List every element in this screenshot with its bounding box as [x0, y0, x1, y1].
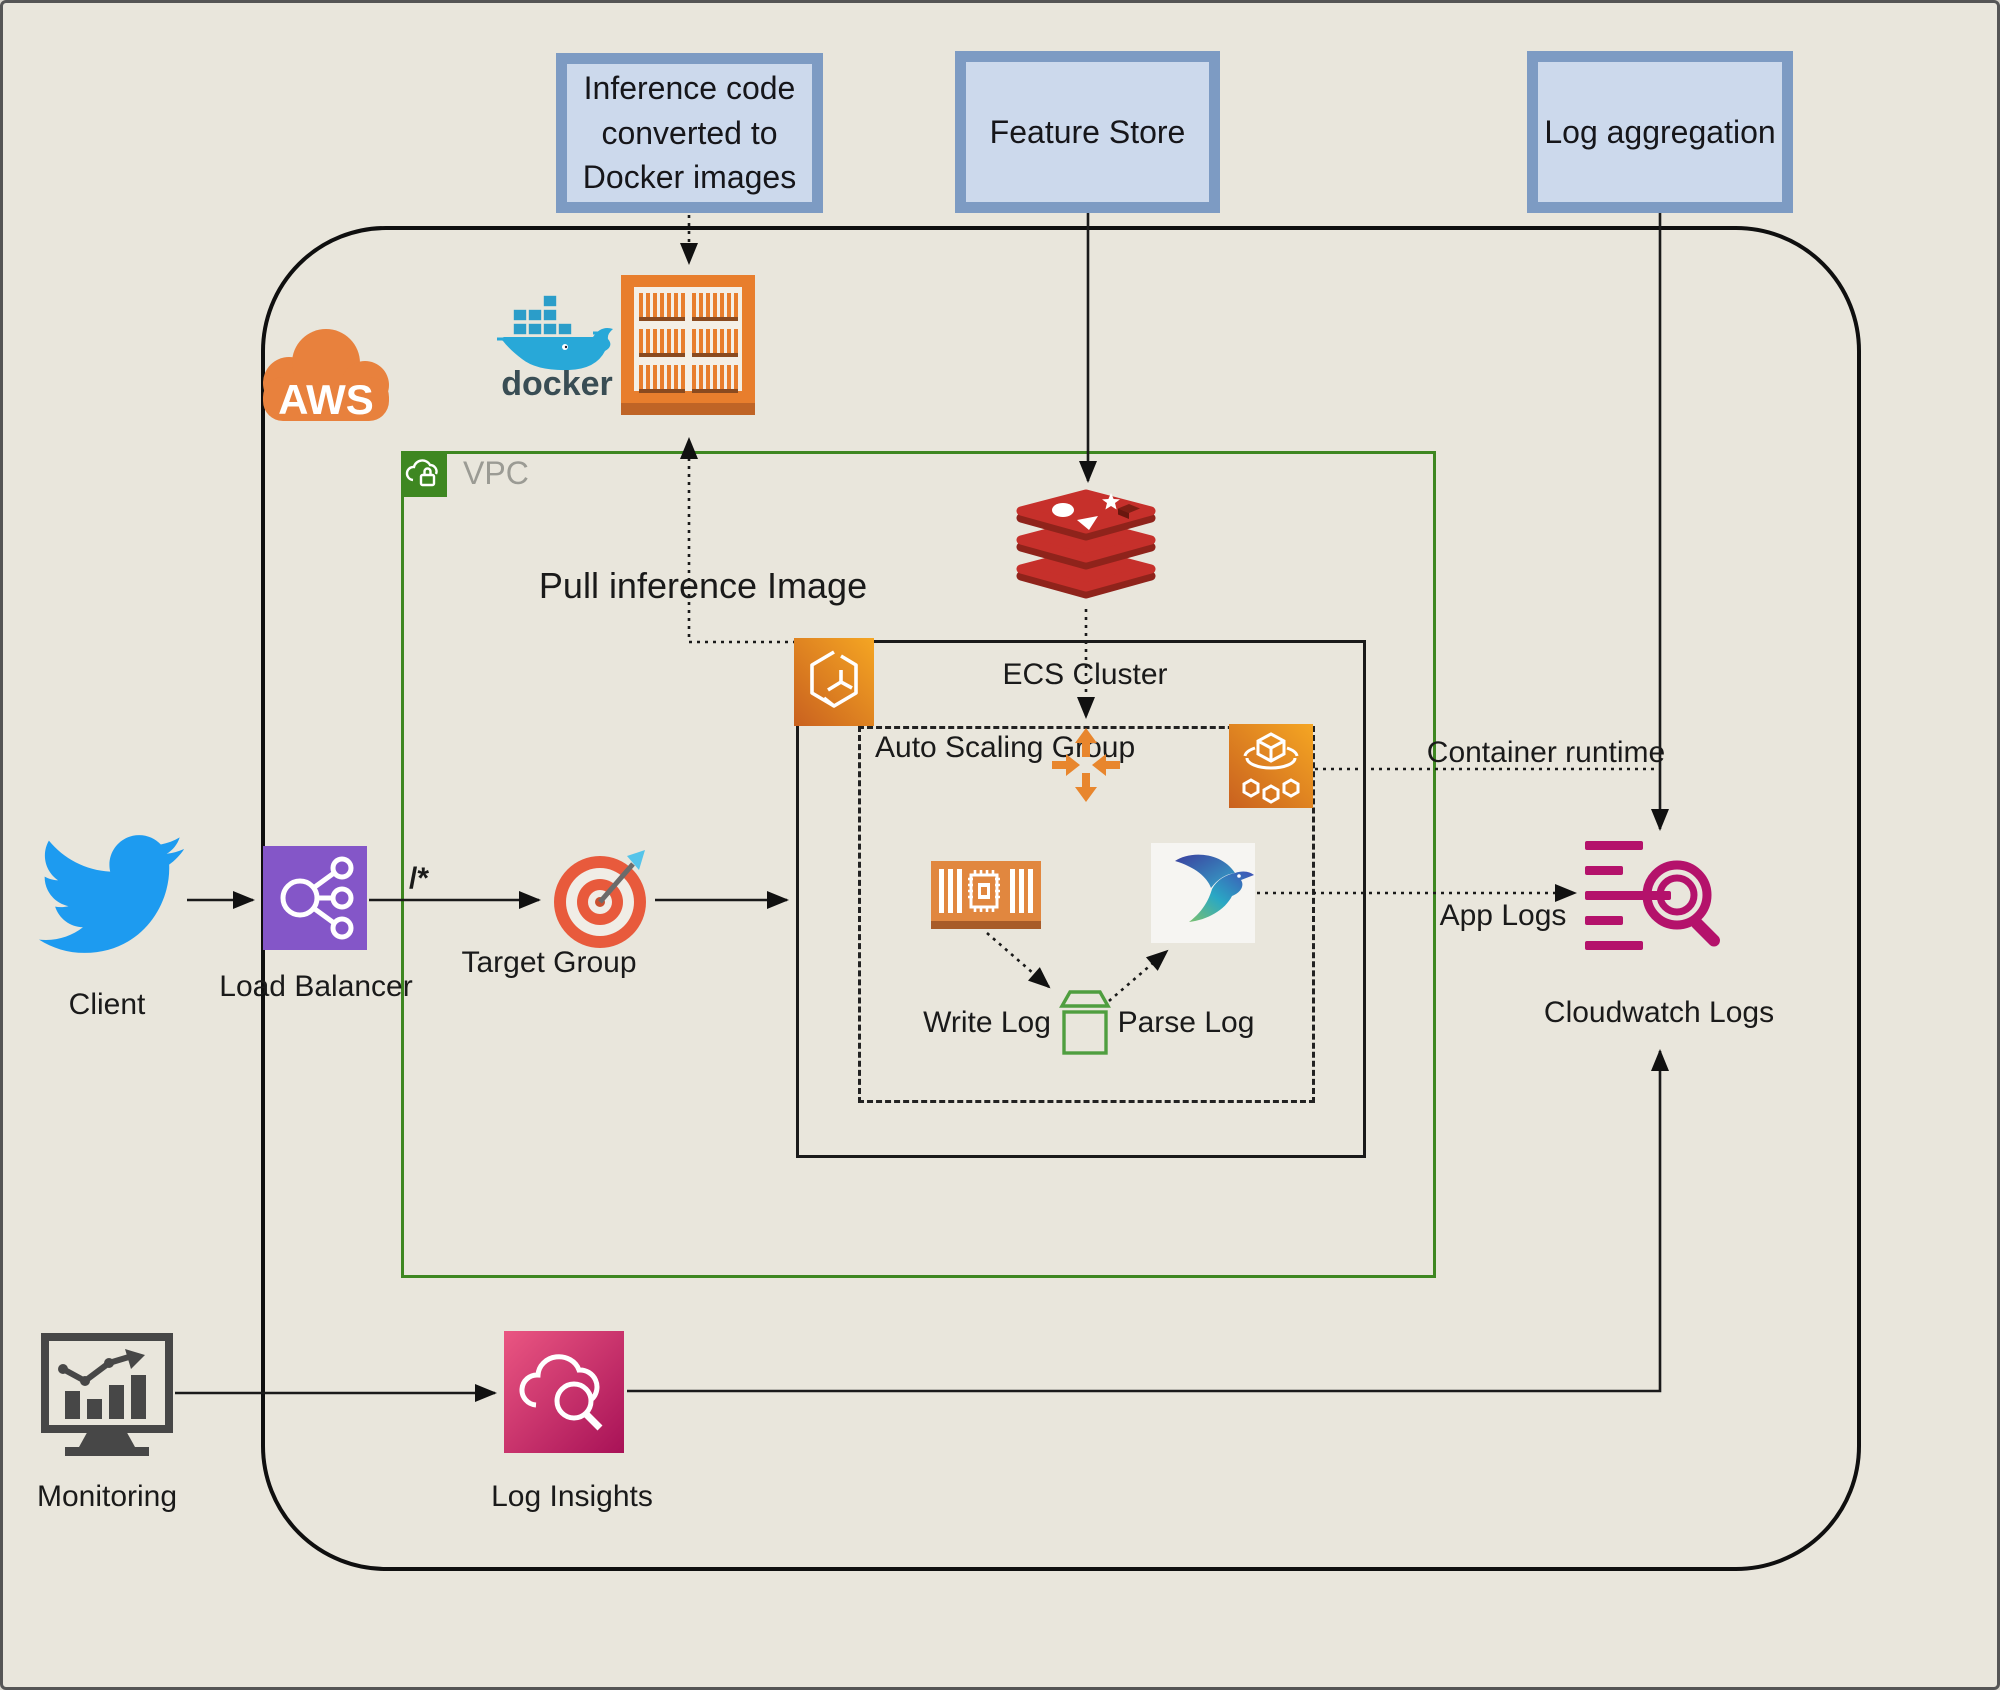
log-insights-label: Log Insights [491, 1480, 653, 1513]
log-box-icon [1059, 989, 1111, 1057]
ecs-service-icon [1229, 724, 1313, 808]
monitoring-label: Monitoring [36, 1480, 178, 1513]
aws-logo-text: AWS [278, 376, 374, 423]
vpc-label: VPC [463, 455, 529, 491]
container-instance-icon [931, 861, 1041, 929]
inference-code-box: Inference code converted to Docker image… [556, 53, 823, 213]
ecr-registry-icon [621, 275, 755, 415]
twitter-client-icon [39, 833, 184, 955]
ecs-cluster-label: ECS Cluster [1002, 658, 1168, 691]
ecs-icon [794, 638, 874, 726]
client-label: Client [68, 988, 146, 1021]
aws-logo-icon: AWS [251, 321, 401, 426]
load-balancer-icon [263, 846, 367, 950]
route-path-label: /* [408, 862, 430, 895]
log-aggregation-label: Log aggregation [1544, 113, 1776, 150]
feature-store-box: Feature Store [955, 51, 1220, 213]
fluentbit-icon [1151, 843, 1255, 943]
cloudwatch-logs-label: Cloudwatch Logs [1543, 996, 1775, 1029]
monitoring-icon [41, 1333, 173, 1485]
load-balancer-label: Load Balancer [219, 970, 413, 1003]
docker-logo-icon: docker [495, 289, 620, 401]
write-log-label: Write Log [923, 1006, 1051, 1039]
app-logs-label: App Logs [1439, 899, 1567, 932]
docker-logo-text: docker [501, 365, 613, 401]
pull-inference-label: Pull inference Image [538, 565, 868, 606]
log-aggregation-box: Log aggregation [1527, 51, 1793, 213]
vpc-icon [401, 451, 447, 497]
parse-log-label: Parse Log [1117, 1006, 1255, 1039]
redis-icon [1011, 489, 1161, 611]
target-group-icon [551, 848, 653, 952]
auto-scaling-icon [1049, 726, 1123, 804]
cloudwatch-logs-icon [1583, 839, 1735, 959]
target-group-label: Target Group [461, 946, 637, 979]
feature-store-label: Feature Store [989, 113, 1186, 150]
log-insights-icon [504, 1331, 624, 1453]
container-runtime-label: Container runtime [1426, 736, 1666, 769]
inference-code-label: Inference code converted to Docker image… [582, 69, 797, 196]
